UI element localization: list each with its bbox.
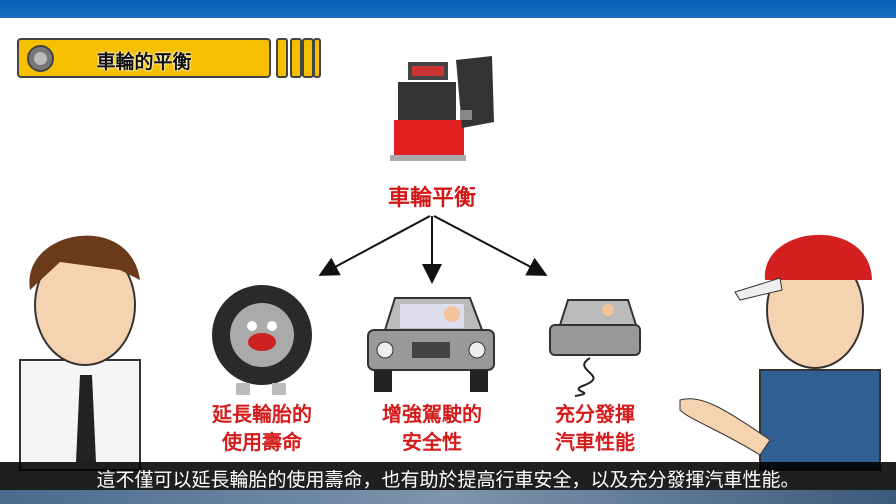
wheel-balancer-machine-illustration [390,56,494,161]
header-stripe [276,38,288,78]
header-stripe [290,38,302,78]
bottom-background [0,490,896,504]
benefit-label-performance: 充分發揮 汽車性能 [515,400,675,456]
car-illustration [367,297,495,392]
label-line: 汽車性能 [555,430,635,454]
tire-character-illustration [212,285,312,395]
top-bar [0,0,896,18]
mechanic-character-illustration [679,234,881,471]
small-car-illustration [549,299,641,397]
benefit-label-safety: 增強駕駛的 安全性 [352,400,512,456]
label-line: 增強駕駛的 [382,402,482,426]
label-line: 使用壽命 [222,430,302,454]
wheel-icon [27,45,54,72]
section-header: 車輪的平衡 [17,38,271,78]
subtitle-bar: 這不僅可以延長輪胎的使用壽命，也有助於提高行車安全，以及充分發揮汽車性能。 [0,462,896,491]
subtitle-text: 這不僅可以延長輪胎的使用壽命，也有助於提高行車安全，以及充分發揮汽車性能。 [96,469,800,491]
label-line: 充分發揮 [555,402,635,426]
label-line: 延長輪胎的 [212,402,312,426]
arrows [318,215,548,284]
arrow-right [433,215,548,276]
diagram-center-title: 車輪平衡 [387,186,476,211]
customer-character-illustration [19,235,141,471]
header-stripe [313,38,321,78]
label-line: 安全性 [402,430,462,454]
benefit-label-tire-life: 延長輪胎的 使用壽命 [182,400,342,456]
section-title: 車輪的平衡 [96,51,192,73]
arrow-left [318,215,431,276]
